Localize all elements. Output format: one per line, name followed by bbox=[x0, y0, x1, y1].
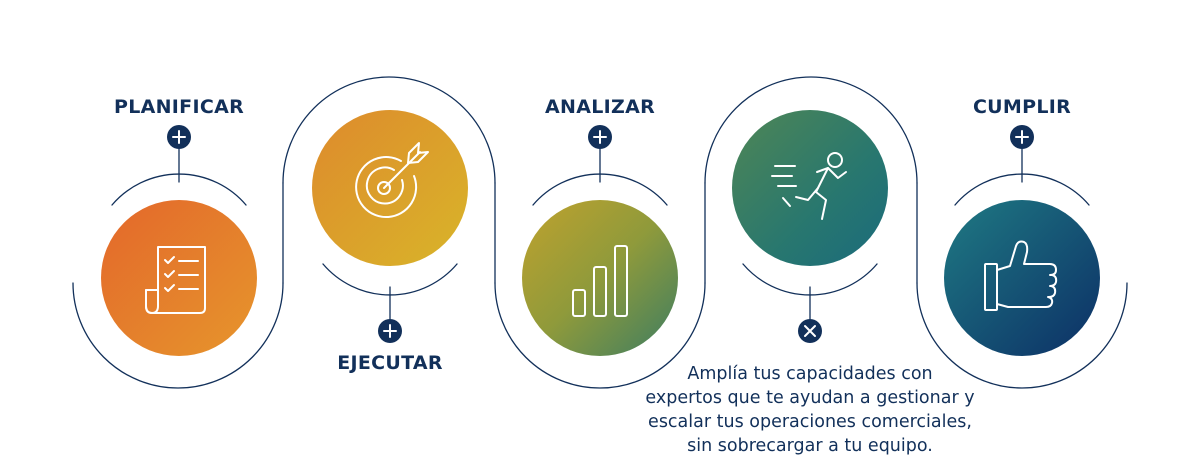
toggle-planificar[interactable] bbox=[167, 125, 191, 149]
description-line: escalar tus operaciones comerciales, bbox=[648, 412, 972, 432]
description-line: Amplía tus capacidades con bbox=[687, 364, 933, 384]
step-circle-cumplir bbox=[944, 200, 1100, 356]
step-label-cumplir: CUMPLIR bbox=[972, 96, 1072, 118]
checklist-icon bbox=[145, 246, 206, 314]
step-cumplir bbox=[944, 125, 1100, 356]
description-line: expertos que te ayudan a gestionar y bbox=[645, 388, 975, 408]
arc-cumplir-bottom bbox=[916, 282, 1128, 389]
step-circle-analizar bbox=[522, 200, 678, 356]
toggle-analizar[interactable] bbox=[588, 125, 612, 149]
toggle-ejecutar[interactable] bbox=[378, 319, 402, 343]
step-label-ejecutar: EJECUTAR bbox=[337, 352, 443, 374]
arc-planificar-bottom bbox=[72, 282, 284, 389]
step-circle-planificar bbox=[101, 200, 257, 356]
step-runner bbox=[732, 110, 888, 343]
connector-lines bbox=[72, 76, 1128, 389]
arc-ejecutar-top bbox=[282, 76, 496, 184]
target-icon bbox=[355, 142, 429, 219]
step-planificar bbox=[101, 125, 257, 356]
arc-analizar-bottom bbox=[494, 282, 706, 389]
arc-runner-top bbox=[704, 76, 918, 184]
running-person-icon bbox=[771, 152, 847, 220]
step-ejecutar bbox=[312, 110, 468, 343]
toggle-cumplir[interactable] bbox=[1010, 125, 1034, 149]
step-label-analizar: ANALIZAR bbox=[545, 96, 655, 118]
step-label-planificar: PLANIFICAR bbox=[113, 96, 245, 118]
step-analizar bbox=[522, 125, 678, 356]
step-description: Amplía tus capacidades con expertos que … bbox=[610, 362, 1010, 458]
thumbs-up-icon bbox=[984, 240, 1058, 311]
toggle-runner[interactable] bbox=[798, 319, 822, 343]
bar-chart-icon bbox=[572, 245, 628, 317]
step-circle-runner bbox=[732, 110, 888, 266]
description-line: sin sobrecargar a tu equipo. bbox=[687, 436, 933, 456]
